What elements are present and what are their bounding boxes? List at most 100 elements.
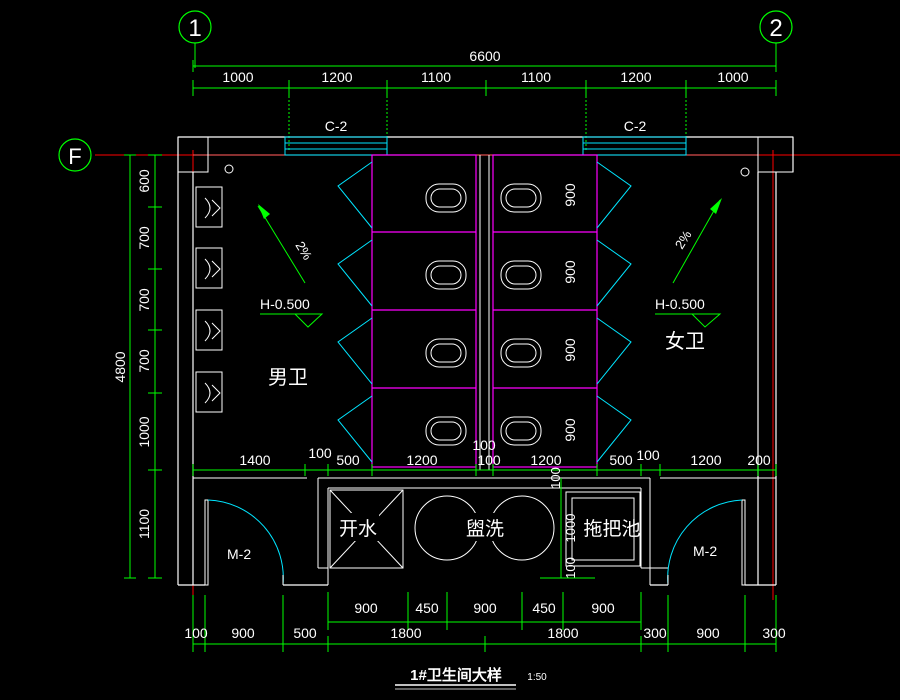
elevation-right: H-0.500 xyxy=(655,296,722,328)
svg-text:2%: 2% xyxy=(292,239,315,263)
room-label-male: 男卫 xyxy=(268,367,308,389)
svg-text:1000: 1000 xyxy=(717,69,748,85)
svg-text:1200: 1200 xyxy=(620,69,651,85)
svg-text:1200: 1200 xyxy=(406,452,437,468)
svg-text:1800: 1800 xyxy=(547,625,578,641)
stall-doors-left xyxy=(337,161,373,463)
svg-text:100: 100 xyxy=(184,625,208,641)
floor-drain-right xyxy=(740,167,750,177)
column-right xyxy=(757,136,794,173)
dimension-stalls: 900 900 900 900 xyxy=(562,183,578,442)
svg-text:F: F xyxy=(68,144,81,169)
window-right: C-2 xyxy=(582,118,687,156)
svg-text:900: 900 xyxy=(562,338,578,362)
svg-text:M-2: M-2 xyxy=(227,546,251,562)
svg-text:H-0.500: H-0.500 xyxy=(260,296,310,312)
column-left xyxy=(177,136,209,173)
svg-text:1000: 1000 xyxy=(136,416,152,447)
svg-text:900: 900 xyxy=(562,260,578,284)
dimension-top-segments xyxy=(192,80,777,150)
stall-doors-right xyxy=(596,161,632,463)
svg-text:6600: 6600 xyxy=(469,48,500,64)
svg-text:M-2: M-2 xyxy=(693,543,717,559)
svg-text:900: 900 xyxy=(473,600,497,616)
svg-text:900: 900 xyxy=(591,600,615,616)
svg-text:1200: 1200 xyxy=(530,452,561,468)
dimension-sink-vertical: 100 1000 100 xyxy=(540,467,595,579)
dimension-left xyxy=(124,154,162,579)
svg-text:2: 2 xyxy=(769,15,782,42)
room-label-mop-pool: 拖把池 xyxy=(583,518,640,540)
dimension-bottom-row2 xyxy=(192,595,777,652)
svg-text:1000: 1000 xyxy=(222,69,253,85)
washroom-walls xyxy=(193,477,776,585)
svg-text:C-2: C-2 xyxy=(624,118,647,134)
svg-text:H-0.500: H-0.500 xyxy=(655,296,705,312)
axis-bubble-2: 2 xyxy=(759,10,793,68)
dimension-bottom-row2-labels: 100 900 500 1800 1800 300 900 300 xyxy=(184,625,786,641)
svg-text:700: 700 xyxy=(136,226,152,250)
dimension-top-labels: 1000 1200 1100 1100 1200 1000 xyxy=(222,69,748,85)
svg-text:500: 500 xyxy=(609,452,633,468)
svg-text:1:50: 1:50 xyxy=(527,672,547,683)
dimension-left-labels: 4800 600 700 700 700 1000 1100 xyxy=(112,169,152,539)
boiler-label-bg xyxy=(337,513,379,541)
washbasin-label-bg xyxy=(463,513,507,541)
room-label-female: 女卫 xyxy=(665,330,705,353)
svg-text:700: 700 xyxy=(136,288,152,312)
svg-text:700: 700 xyxy=(136,349,152,373)
drawing-title: 1#卫生间大样 1:50 xyxy=(395,666,547,690)
svg-text:1100: 1100 xyxy=(521,69,551,85)
svg-text:900: 900 xyxy=(562,418,578,442)
svg-text:100: 100 xyxy=(472,437,496,453)
dimension-mid-labels: 1400 100 500 1200 100 100 1200 500 100 1… xyxy=(239,437,770,468)
svg-text:1800: 1800 xyxy=(390,625,421,641)
svg-text:100: 100 xyxy=(477,452,501,468)
svg-text:450: 450 xyxy=(532,600,556,616)
svg-text:300: 300 xyxy=(762,625,786,641)
elevation-left: H-0.500 xyxy=(260,296,324,328)
svg-text:1100: 1100 xyxy=(421,69,451,85)
svg-text:1: 1 xyxy=(188,15,201,42)
svg-text:900: 900 xyxy=(354,600,378,616)
svg-text:1#卫生间大样: 1#卫生间大样 xyxy=(410,666,502,684)
svg-text:300: 300 xyxy=(643,625,667,641)
svg-text:100: 100 xyxy=(308,445,332,461)
svg-text:1000: 1000 xyxy=(563,514,578,543)
svg-text:C-2: C-2 xyxy=(325,118,348,134)
svg-text:2%: 2% xyxy=(672,227,695,251)
svg-text:900: 900 xyxy=(562,183,578,207)
svg-text:1200: 1200 xyxy=(321,69,352,85)
svg-text:1400: 1400 xyxy=(239,452,270,468)
slope-arrow-left: 2% xyxy=(257,204,315,284)
svg-text:100: 100 xyxy=(636,447,660,463)
svg-text:450: 450 xyxy=(415,600,439,616)
svg-text:600: 600 xyxy=(136,169,152,193)
window-left: C-2 xyxy=(284,118,388,156)
squat-toilets xyxy=(425,183,542,446)
svg-text:100: 100 xyxy=(548,467,563,489)
svg-text:500: 500 xyxy=(336,452,360,468)
dimension-bottom-row1 xyxy=(327,592,642,630)
svg-text:200: 200 xyxy=(747,452,771,468)
center-wall xyxy=(479,155,490,470)
axis-bubble-f: F xyxy=(58,138,92,172)
svg-text:900: 900 xyxy=(696,625,720,641)
dimension-bottom-row1-labels: 900 450 900 450 900 xyxy=(354,600,615,616)
svg-text:500: 500 xyxy=(293,625,317,641)
svg-text:100: 100 xyxy=(563,557,578,579)
stall-partitions xyxy=(371,154,598,468)
room-label-boiler: 开水 xyxy=(339,518,377,540)
floor-drain-left xyxy=(224,164,234,174)
dimension-mid xyxy=(192,464,777,476)
svg-text:4800: 4800 xyxy=(112,351,128,382)
axis-bubble-1: 1 xyxy=(178,10,212,68)
room-label-washbasin: 盥洗 xyxy=(466,518,504,540)
svg-text:900: 900 xyxy=(231,625,255,641)
svg-text:1200: 1200 xyxy=(690,452,721,468)
urinals xyxy=(195,186,223,413)
mop-pool xyxy=(565,491,641,567)
door-left: M-2 xyxy=(204,499,284,586)
door-right: M-2 xyxy=(667,499,746,586)
dimension-top-overall: 6600 xyxy=(192,48,777,72)
